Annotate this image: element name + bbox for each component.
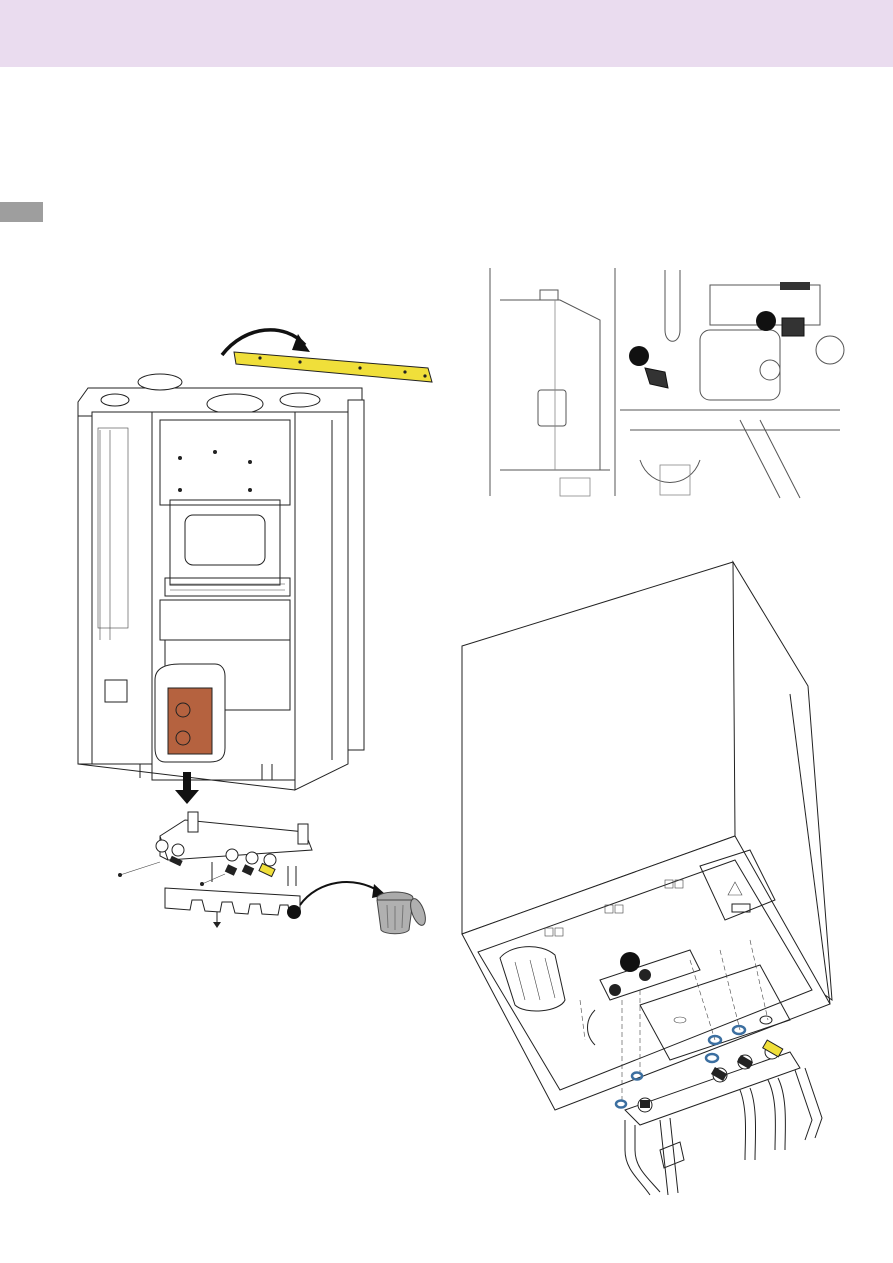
boiler-casing	[462, 562, 832, 1110]
